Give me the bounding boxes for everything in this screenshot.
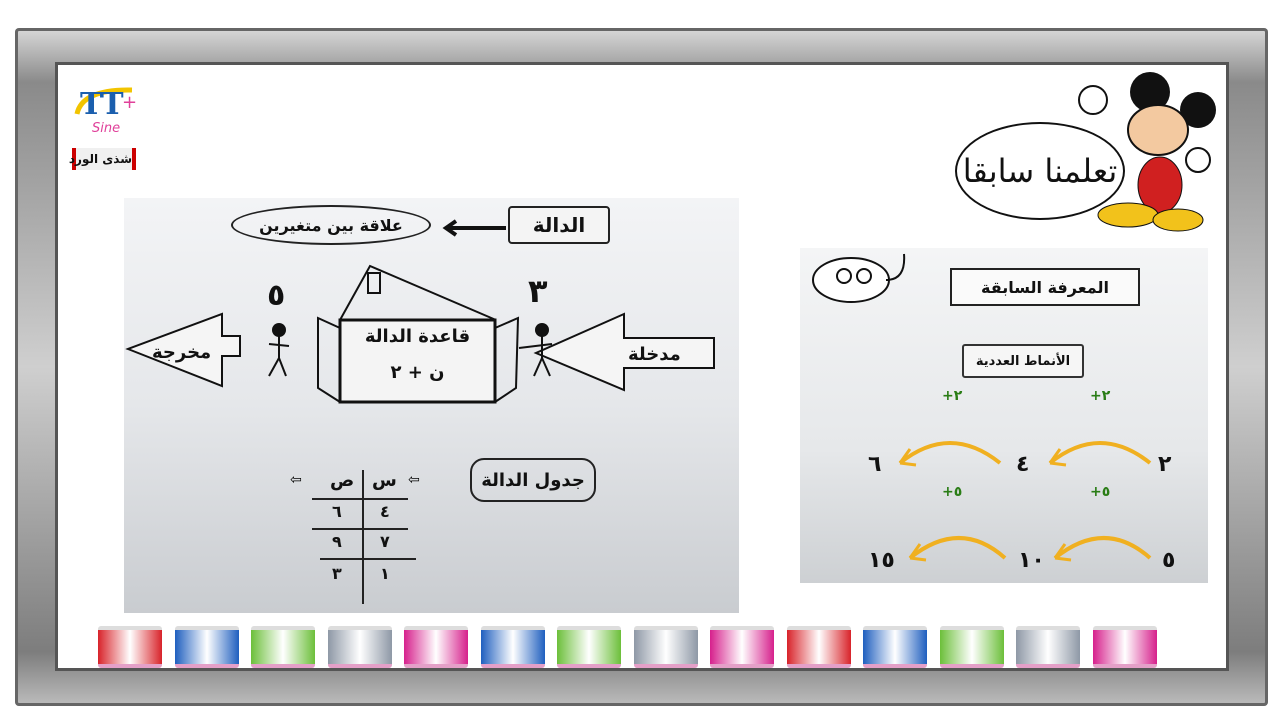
topic-box: الأنماط العددية	[962, 344, 1084, 378]
arrow-left-icon	[442, 219, 506, 237]
drum-icon	[327, 626, 392, 668]
function-rule: ن + ٢	[390, 362, 445, 383]
mickey-mouse-illustration	[1068, 70, 1218, 236]
pattern-value: ١٥	[868, 548, 895, 573]
definition-ellipse: علاقة بين متغيرين	[231, 205, 431, 245]
drum-icon	[786, 626, 851, 668]
drum-icon	[863, 626, 927, 668]
function-table: ⇦ ص س ⇦ ٦ ٤ ٩ ٧ ٣ ١	[280, 470, 440, 604]
function-label: الدالة	[508, 206, 610, 244]
pattern-arrows	[898, 441, 1152, 562]
logo-caption: شذى الورد	[69, 148, 136, 170]
table-label: جدول الدالة	[470, 458, 596, 502]
prior-knowledge-slide: المعرفة السابقة الأنماط العددية +٢ +٢ +٥…	[800, 248, 1208, 583]
svg-text:+: +	[122, 92, 137, 113]
step-label: +٥	[1090, 484, 1111, 500]
sine-logo: TT+Sine	[72, 84, 164, 144]
table-cell: ٣	[332, 564, 342, 583]
table-header-x: س	[372, 470, 397, 491]
step-label: +٢	[942, 388, 963, 404]
drum-icon	[1092, 626, 1157, 668]
brain-character-icon	[812, 253, 906, 303]
banner-title: المعرفة السابقة	[950, 268, 1140, 306]
logo-brand: Sine	[92, 121, 120, 136]
drum-icon	[98, 626, 162, 668]
drum-icon	[710, 626, 774, 668]
pattern-value: ١٠	[1018, 548, 1045, 573]
drum-icon	[174, 626, 239, 668]
drum-icon	[557, 626, 621, 668]
table-cell: ٩	[332, 532, 342, 551]
function-slide: الدالة علاقة بين متغيرين ٥ ٣ مخرجة مدخلة…	[124, 198, 739, 613]
input-label: مدخلة	[628, 344, 681, 365]
pattern-value: ٦	[868, 452, 882, 477]
slide-title: تعلمنا سابقا	[955, 122, 1125, 220]
pattern-value: ٤	[1016, 452, 1030, 477]
table-cell: ٤	[380, 502, 390, 521]
output-value: ٥	[267, 278, 286, 313]
drum-icon	[939, 626, 1004, 668]
table-cell: ٦	[332, 502, 342, 521]
table-cell: ١	[380, 564, 390, 583]
input-value: ٣	[528, 272, 548, 310]
rule-title: قاعدة الدالة	[364, 326, 471, 347]
drum-icon	[404, 626, 468, 668]
drum-icon	[251, 626, 315, 668]
svg-text:TT: TT	[80, 87, 124, 122]
table-header-y: ص	[330, 470, 355, 491]
drum-icon	[1016, 626, 1080, 668]
drum-icon	[633, 626, 698, 668]
step-label: +٥	[942, 484, 963, 500]
function-machine-house	[125, 264, 715, 404]
step-label: +٢	[1090, 388, 1111, 404]
output-label: مخرجة	[152, 342, 212, 363]
drum-icon	[480, 626, 545, 668]
pattern-value: ٢	[1158, 452, 1172, 477]
pattern-value: ٥	[1162, 548, 1176, 573]
table-cell: ٧	[380, 532, 390, 551]
